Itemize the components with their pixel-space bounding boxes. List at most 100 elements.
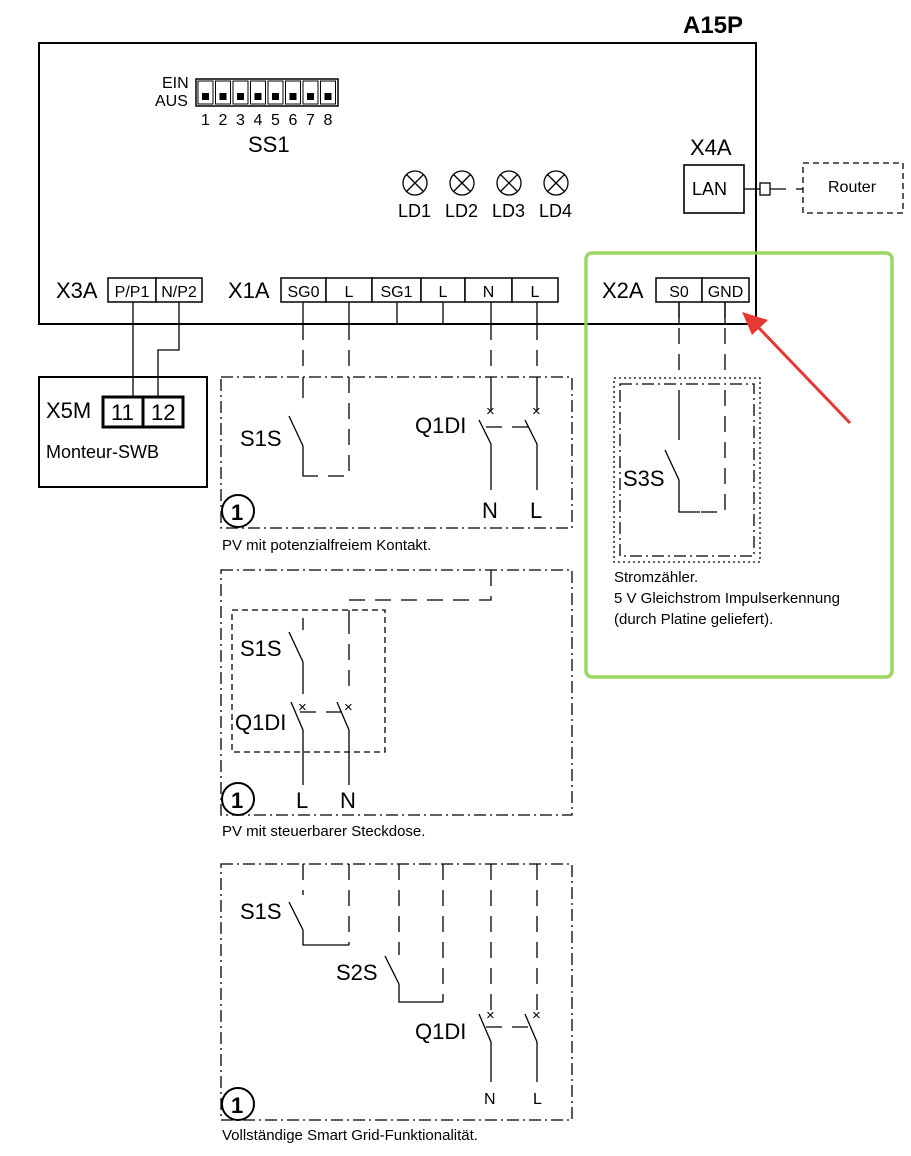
dip-number: 3 [236,112,245,129]
x3a-terminal [155,277,203,303]
dip-switch-7 [302,80,319,105]
led-ld1: LD1 [398,170,431,221]
lan-port-label: LAN [692,179,727,199]
s3-switch-label: S3S [623,466,665,491]
marker-1: 1 [231,500,243,525]
svg-text:×: × [298,699,307,716]
x1a-terminal-label: SG1 [380,284,412,301]
x5m-terminal-11-label: 11 [111,400,134,425]
scenario-1-caption: PV mit potenzialfreiem Kontakt. [222,537,431,554]
q1di-label: Q1DI [235,710,286,735]
lan-port [683,164,745,214]
x5m-terminal-12-label: 12 [151,400,175,425]
marker-1-icon [221,494,255,528]
marker-1: 1 [231,788,243,813]
live-label: L [296,788,308,813]
meter-caption-1: Stromzähler. [614,569,698,586]
x3a-terminal-label: P/P1 [115,284,150,301]
led-icon [496,170,522,196]
neutral-label: N [340,788,356,813]
dip-number: 1 [201,112,210,129]
led-group: LD1 LD2 LD3 LD4 [398,170,572,221]
neutral-label: N [484,1091,496,1108]
scenario-2-caption: PV mit steuerbarer Steckdose. [222,823,425,840]
meter-caption-2: 5 V Gleichstrom Impulserkennung [614,590,840,607]
led-icon [402,170,428,196]
neutral-label: N [482,498,498,523]
led-icon [543,170,569,196]
marker-1: 1 [231,1093,243,1118]
x2a-terminal-label: GND [708,284,744,301]
q1di-label: Q1DI [415,413,466,438]
dip-number: 6 [289,112,298,129]
x1a-terminal-label: L [531,284,540,301]
x3a-label: X3A [56,278,98,303]
svg-text:×: × [532,1007,541,1024]
x1a-terminal-label: N [483,284,495,301]
dip-switch-5 [267,80,284,105]
s1-switch-label: S1S [240,636,282,661]
x1a-terminal-label: SG0 [287,284,319,301]
x1a-terminal [420,277,466,303]
s2-switch-label: S2S [336,960,378,985]
dip-number: 7 [306,112,315,129]
x1a-label: X1A [228,278,270,303]
lan-plug-icon [759,182,771,196]
router-box [802,162,904,214]
s1-switch-label: S1S [240,426,282,451]
svg-text:×: × [486,1007,495,1024]
x1a-terminal [464,277,513,303]
s1-switch-label: S1S [240,899,282,924]
red-arrow-icon [742,312,852,425]
svg-text:×: × [486,403,495,420]
svg-text:×: × [532,403,541,420]
x5m-box [38,376,208,488]
led-ld3: LD3 [492,170,525,221]
scenario-3-caption: Vollständige Smart Grid-Funktionalität. [222,1127,478,1144]
x1a-terminal-label: L [439,284,448,301]
x1a-terminal [511,277,559,303]
meter-circuit: S3S Stromzähler. 5 V Gleichstrom Impulse… [613,302,840,628]
x5m-name: Monteur-SWB [46,442,159,462]
led-icon [449,170,475,196]
led-label: LD2 [445,201,478,221]
led-label: LD1 [398,201,431,221]
dip-label: SS1 [248,132,290,157]
live-label: L [533,1091,542,1108]
led-ld4: LD4 [539,170,572,221]
live-label: L [530,498,542,523]
x5m-terminal-12 [141,395,185,429]
scenario-1: S1S × × Q1DI N L 1 PV mit potenzialfreie… [220,324,573,554]
x3a-terminal [107,277,157,303]
q1di-label: Q1DI [415,1019,466,1044]
x1a-terminal-label: L [345,284,354,301]
dip-number: 4 [254,112,263,129]
dip-switch-8 [320,80,336,105]
svg-text:×: × [344,699,353,716]
dip-switch-1 [197,80,214,105]
marker-1-icon [221,782,255,816]
led-label: LD3 [492,201,525,221]
led-ld2: LD2 [445,170,478,221]
dip-on-label: EIN [162,75,189,92]
dip-number: 5 [271,112,280,129]
x5m-label: X5M [46,398,91,423]
meter-caption-3: (durch Platine geliefert). [614,611,773,628]
dip-switch-4 [250,80,266,105]
x1a-terminal [325,277,373,303]
dip-switch-3 [232,80,249,105]
scenario-3: S1S S2S × × Q1DI N L 1 Vollständige Smar… [220,863,573,1144]
x3a-terminal-label: N/P2 [161,284,197,301]
dip-number: 2 [219,112,228,129]
led-label: LD4 [539,201,572,221]
dip-switch-2 [215,80,231,105]
x2a-label: X2A [602,278,644,303]
router-label: Router [828,179,877,196]
highlight-box [584,251,894,679]
board-title: A15P [683,12,743,39]
scenario-2: S1S × × Q1DI L N 1 PV mit steuerbarer St… [220,569,573,840]
dip-switch-6 [285,80,301,105]
x2a-terminal-label: S0 [669,284,689,301]
